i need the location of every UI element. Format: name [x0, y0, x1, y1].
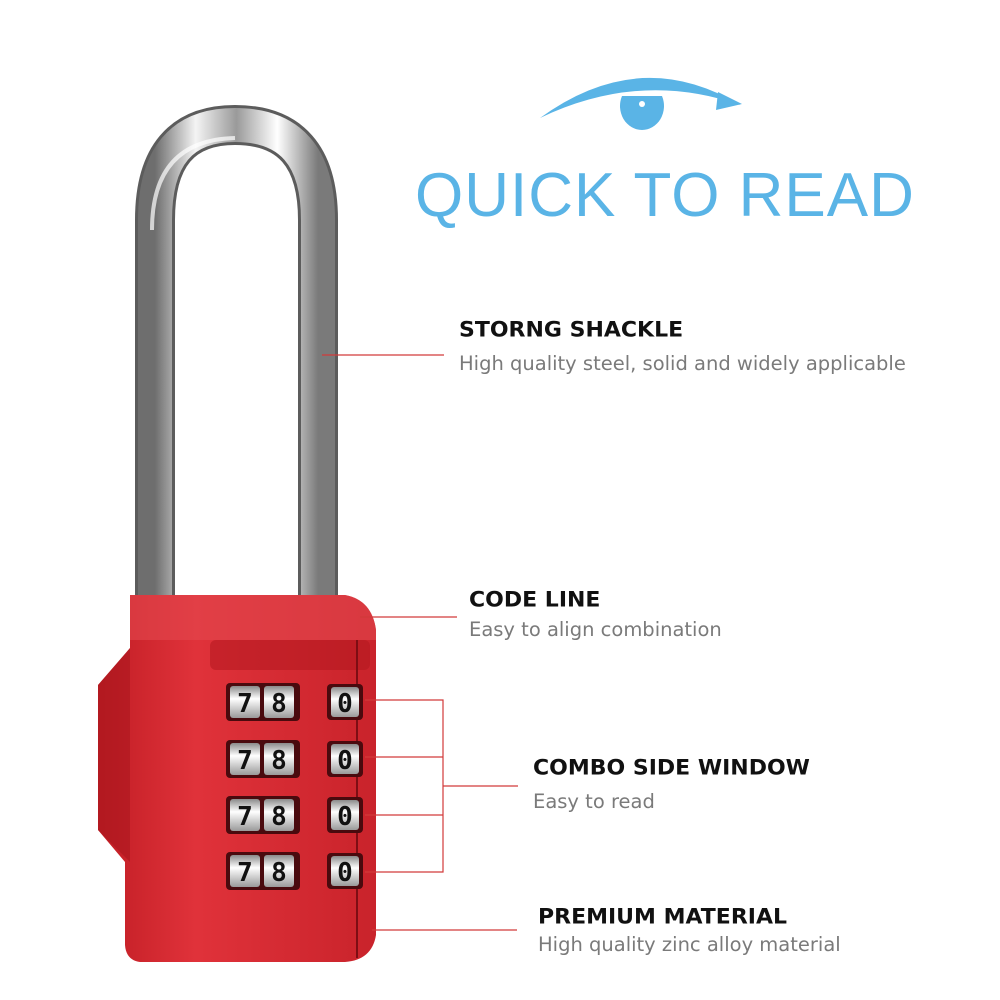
dial-wheel[interactable] — [264, 743, 294, 775]
lock-shackle — [135, 104, 338, 600]
feature-title-code-line: CODE LINE — [469, 588, 601, 613]
side-window-digit: 0 — [337, 858, 353, 888]
feature-desc-combo-window: Easy to read — [533, 790, 655, 813]
feature-title-material: PREMIUM MATERIAL — [538, 905, 788, 930]
feature-title-shackle: STORNG SHACKLE — [459, 318, 684, 343]
side-window-wheel[interactable] — [331, 744, 359, 774]
feature-title-combo-window: COMBO SIDE WINDOW — [533, 756, 810, 781]
dial-wheel[interactable] — [264, 686, 294, 718]
dial-digit: 8 — [271, 689, 287, 719]
dial-digit: 7 — [237, 746, 253, 776]
dial-digit: 8 — [271, 858, 287, 888]
dial-digit: 7 — [237, 802, 253, 832]
dial-digit: 8 — [271, 746, 287, 776]
dial-digit: 8 — [271, 802, 287, 832]
dial-wheel[interactable] — [230, 743, 260, 775]
dial-digit: 7 — [237, 858, 253, 888]
feature-desc-material: High quality zinc alloy material — [538, 933, 841, 956]
side-window-digit: 0 — [337, 802, 353, 832]
bracket-combo — [365, 699, 444, 873]
side-window-wheel[interactable] — [331, 856, 359, 886]
dial-wheel[interactable] — [230, 686, 260, 718]
side-window-wheel[interactable] — [331, 687, 359, 717]
side-window-digit: 0 — [337, 746, 353, 776]
dial-wheel[interactable] — [264, 799, 294, 831]
feature-desc-code-line: Easy to align combination — [469, 618, 722, 641]
side-window-digit: 0 — [337, 689, 353, 719]
dial-wheel[interactable] — [230, 855, 260, 887]
lock-body — [98, 595, 376, 962]
dial-wheel[interactable] — [264, 855, 294, 887]
dial-digit: 7 — [237, 689, 253, 719]
headline: QUICK TO READ — [415, 161, 915, 230]
side-window-wheel[interactable] — [331, 800, 359, 830]
dial-wheel[interactable] — [230, 799, 260, 831]
eye-icon — [540, 77, 742, 130]
feature-desc-shackle: High quality steel, solid and widely app… — [459, 352, 906, 375]
